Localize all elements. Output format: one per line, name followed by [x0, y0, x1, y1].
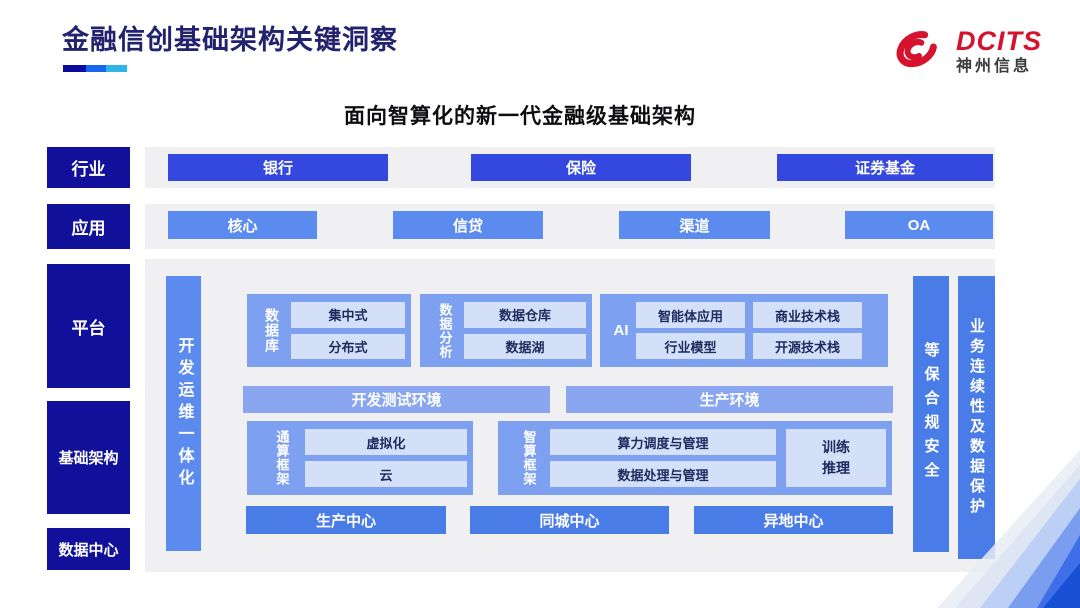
layer-label-application: 应用 — [47, 204, 130, 249]
analytics-group: 数据分析 数据仓库 数据湖 — [420, 294, 592, 367]
box-industry-model: 行业模型 — [636, 333, 745, 359]
layer-label-infrastructure: 基础架构 — [47, 401, 130, 514]
box-securities-funds: 证券基金 — [777, 154, 993, 181]
database-group-label: 数据库 — [264, 308, 280, 353]
box-distributed: 分布式 — [291, 333, 405, 359]
ai-group: AI 智能体应用 商业技术栈 行业模型 开源技术栈 — [600, 294, 888, 367]
title-underline — [63, 65, 127, 72]
box-data-warehouse: 数据仓库 — [464, 302, 586, 328]
box-insurance: 保险 — [471, 154, 691, 181]
layer-label-industry: 行业 — [47, 147, 130, 188]
box-credit: 信贷 — [393, 211, 543, 239]
box-centralized: 集中式 — [291, 302, 405, 328]
layer-label-platform: 平台 — [47, 264, 130, 388]
general-computing-label: 通算框架 — [274, 430, 290, 486]
box-production-center: 生产中心 — [246, 506, 446, 534]
box-dev-test-env: 开发测试环境 — [243, 386, 550, 413]
box-training-inference: 训练推理 — [786, 429, 886, 487]
logo-company: 神州信息 — [956, 57, 1033, 75]
analytics-group-label: 数据分析 — [437, 302, 453, 359]
logo: DCITS 神州信息 — [886, 20, 1042, 83]
layer-label-datacenter: 数据中心 — [47, 528, 130, 570]
devops-bar-label: 开发运维一体化 — [175, 336, 193, 491]
ai-group-label: AI — [613, 322, 629, 339]
box-opensource-stack: 开源技术栈 — [753, 333, 862, 359]
box-oa: OA — [845, 211, 993, 239]
diagram-subtitle: 面向智算化的新一代金融级基础架构 — [344, 105, 696, 128]
box-same-city-center: 同城中心 — [470, 506, 669, 534]
box-production-env: 生产环境 — [566, 386, 893, 413]
box-channel: 渠道 — [619, 211, 770, 239]
database-group: 数据库 集中式 分布式 — [247, 294, 411, 367]
intelligent-computing-group: 智算框架 算力调度与管理 数据处理与管理 训练推理 — [498, 421, 892, 495]
corner-decoration — [937, 450, 1080, 608]
box-compute-scheduling: 算力调度与管理 — [550, 429, 776, 455]
intelligent-computing-label: 智算框架 — [521, 430, 537, 486]
logo-brand: DCITS — [956, 26, 1042, 57]
box-bank: 银行 — [168, 154, 388, 181]
box-core: 核心 — [168, 211, 317, 239]
page-title: 金融信创基础架构关键洞察 — [62, 25, 398, 55]
continuity-bar: 业务连续性及数据保护 — [958, 276, 995, 559]
box-data-lake: 数据湖 — [464, 333, 586, 359]
box-cloud: 云 — [305, 461, 467, 487]
box-agent-app: 智能体应用 — [636, 302, 745, 328]
devops-bar: 开发运维一体化 — [166, 276, 201, 551]
compliance-bar: 等保合规安全 — [913, 276, 949, 552]
box-data-processing: 数据处理与管理 — [550, 461, 776, 487]
general-computing-group: 通算框架 虚拟化 云 — [247, 421, 473, 495]
box-virtualization: 虚拟化 — [305, 429, 467, 455]
box-remote-center: 异地中心 — [694, 506, 893, 534]
box-commercial-stack: 商业技术栈 — [753, 302, 862, 328]
dcits-swirl-icon — [886, 20, 948, 83]
